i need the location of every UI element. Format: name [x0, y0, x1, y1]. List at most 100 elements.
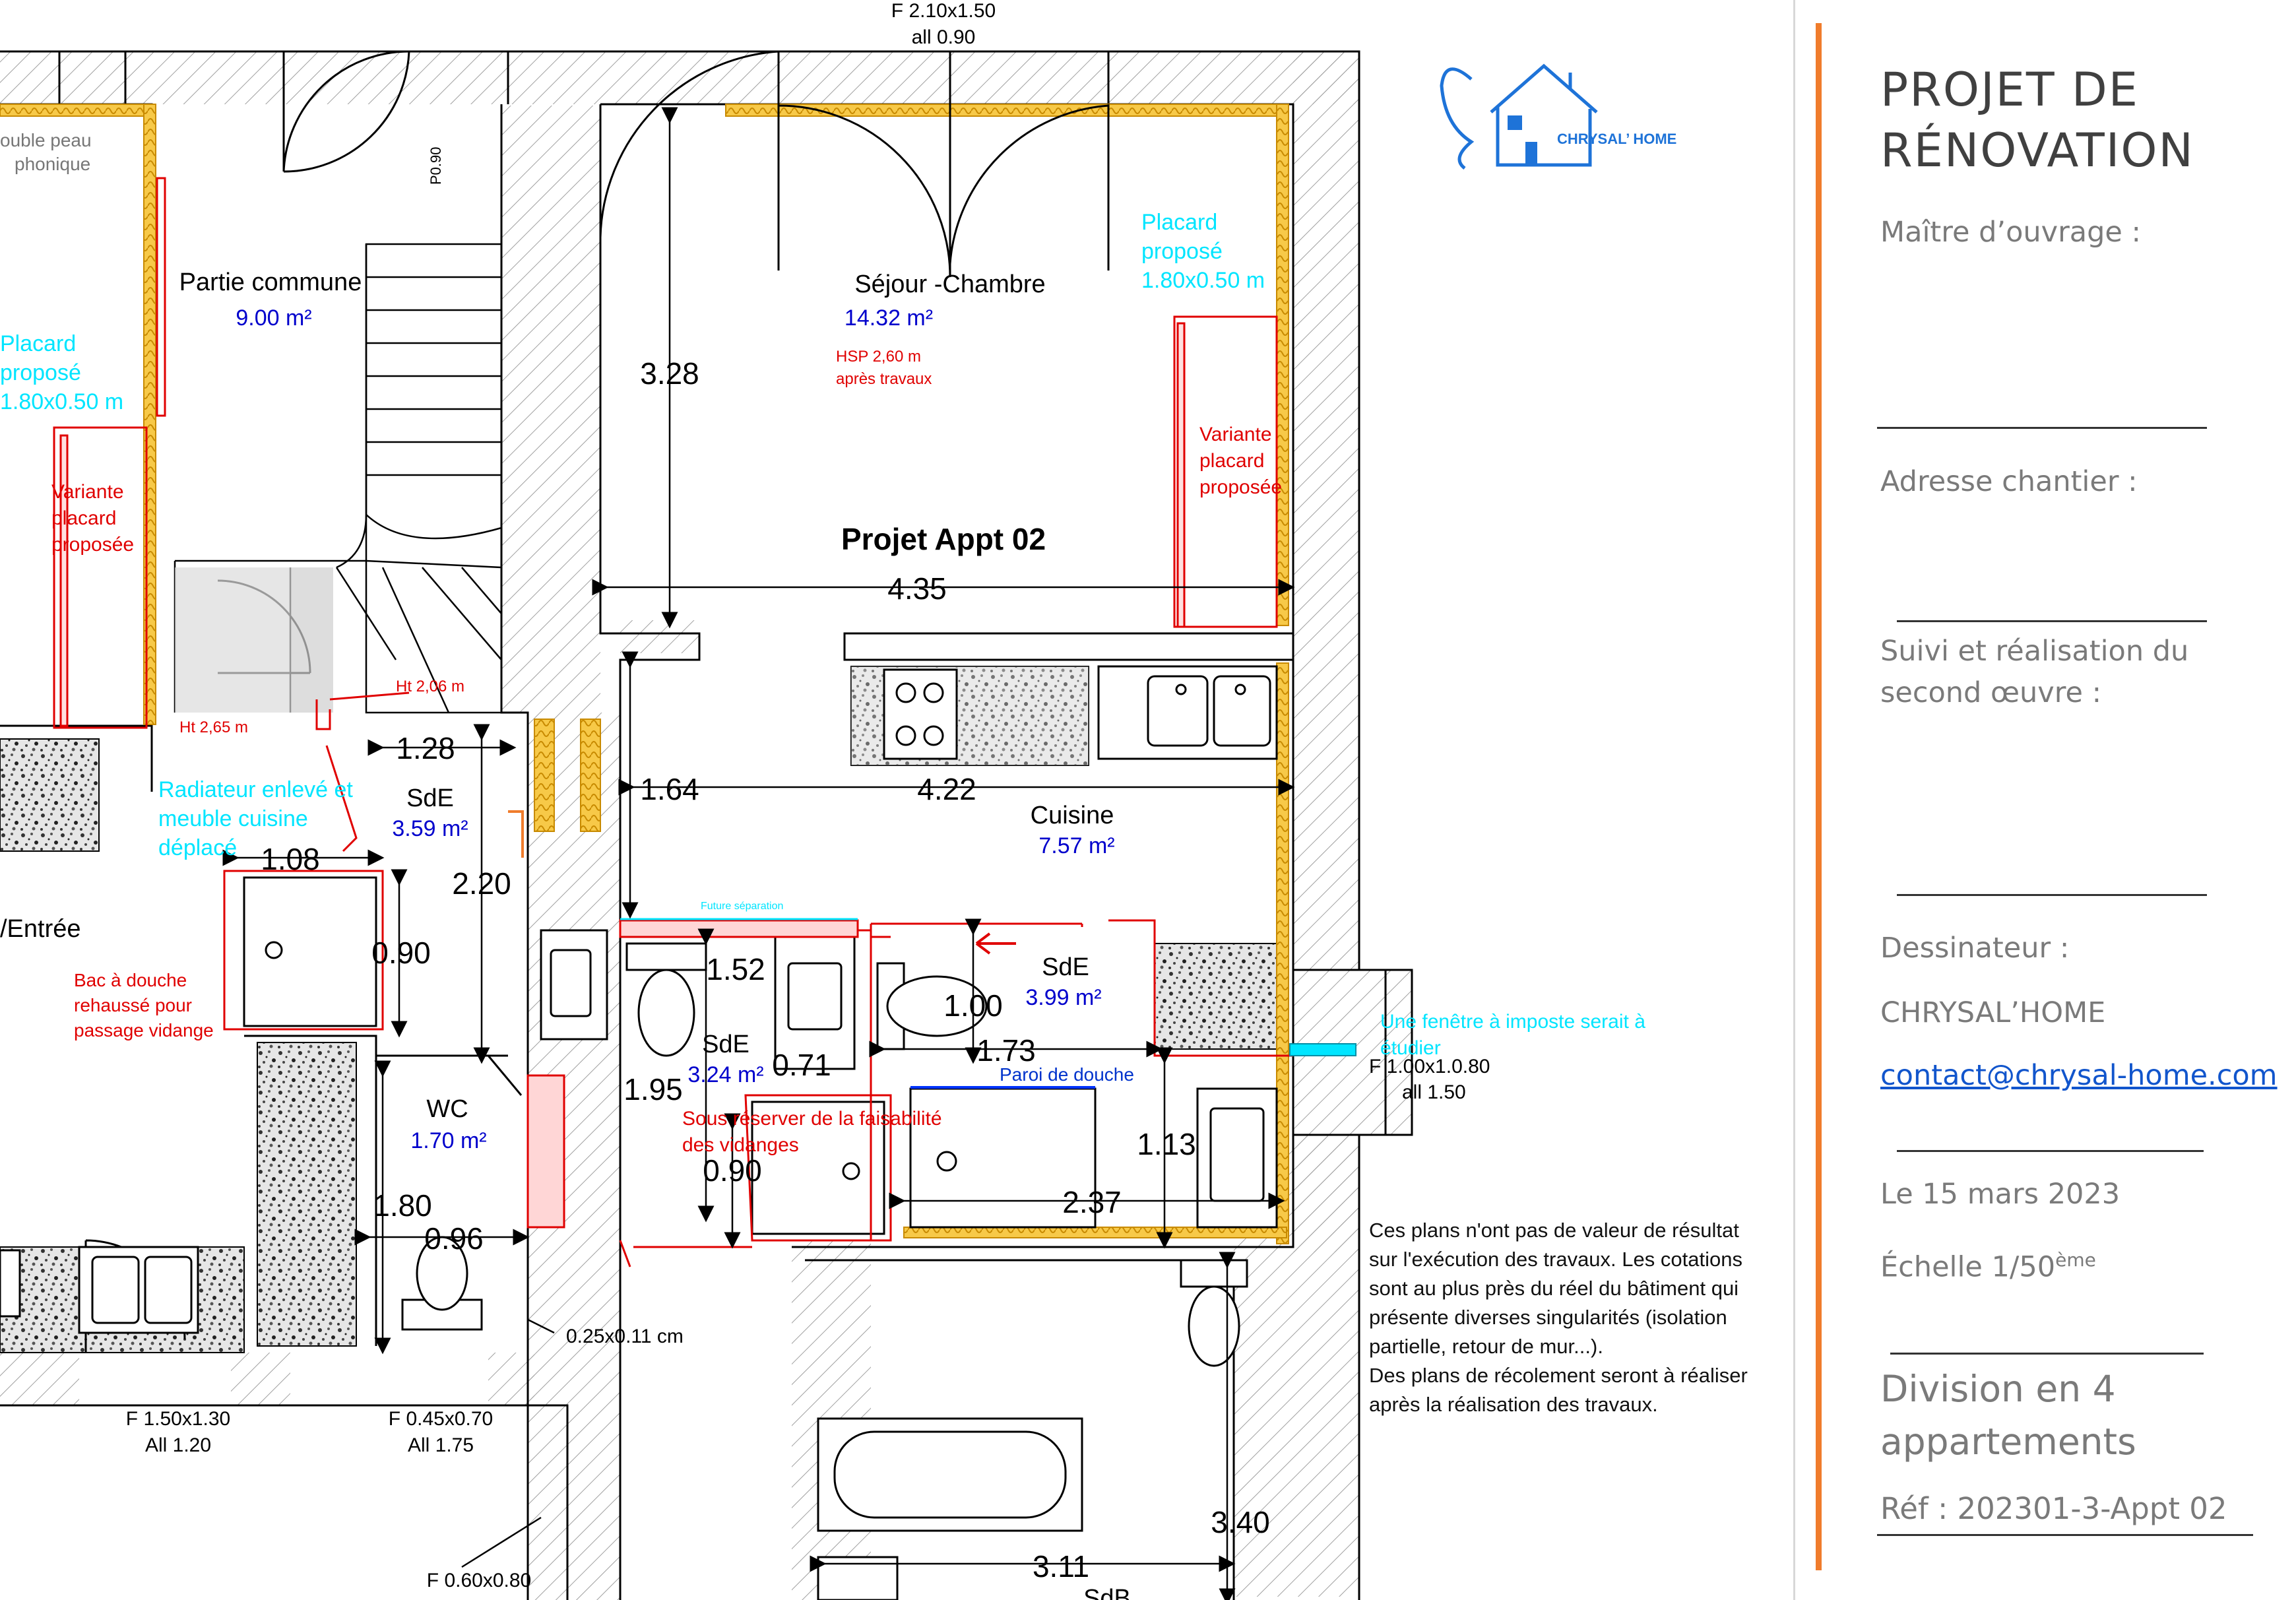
room-name-wc: WC [426, 1095, 468, 1123]
dim-311: 3.11 [1033, 1549, 1089, 1584]
hsp-label-2: après travaux [836, 370, 932, 388]
dim-328: 3.28 [640, 356, 699, 391]
room-area-partie-commune: 9.00 m² [236, 305, 311, 331]
variante-left-1: Variante [51, 481, 124, 503]
reference-label: Réf : 202301-3-Appt 02 [1880, 1491, 2227, 1526]
window-f150-2: All 1.20 [145, 1434, 211, 1456]
top-window-label: F 2.10x1.50 [891, 0, 996, 22]
scale-label: Échelle 1/50ème [1880, 1239, 2096, 1288]
house-butterfly-icon [1440, 63, 1598, 170]
dim-220: 2.20 [452, 866, 511, 901]
field-underline [1877, 427, 2207, 429]
dim-152: 1.52 [706, 952, 765, 986]
maitre-ouvrage-label: Maître d’ouvrage : [1880, 216, 2142, 249]
room-area-sde-1: 3.59 m² [392, 816, 468, 841]
dim-173: 1.73 [976, 1033, 1036, 1068]
placard-left-3: 1.80x0.50 m [0, 389, 123, 414]
door-p090-label: P0.90 [428, 147, 444, 185]
floor-plan: F 2.10x1.50 all 0.90 P0.90 Projet Appt 0… [0, 0, 1748, 1600]
field-underline [1897, 894, 2207, 896]
dim-096: 0.96 [424, 1221, 484, 1256]
sidebar-divider [1793, 0, 1795, 1600]
suivi-label-2: second œuvre : [1880, 676, 2102, 709]
accent-bar [1816, 23, 1822, 1570]
ht-206: Ht 2,06 m [396, 678, 464, 695]
variante-left-3: proposée [51, 534, 134, 556]
fenetre-imposte-1: Une fenêtre à imposte serait à [1380, 1011, 1645, 1033]
dim-422: 4.22 [917, 772, 976, 806]
red-proposals [53, 177, 1293, 1267]
bac-note-3: passage vidange [74, 1020, 214, 1040]
disclaimer-7: après la réalisation des travaux. [1369, 1393, 1658, 1416]
paroi-douche-label: Paroi de douche [1000, 1064, 1134, 1085]
dessinateur-label: Dessinateur : [1880, 932, 2070, 965]
placard-left-2: proposé [0, 360, 81, 385]
radiateur-note-1: Radiateur enlevé et [158, 777, 353, 802]
fenetre-imposte-2: étudier [1380, 1037, 1441, 1059]
dimension-lines [222, 107, 1295, 1600]
window-f100-2: all 1.50 [1402, 1081, 1466, 1103]
dim-071: 0.71 [772, 1048, 831, 1082]
dim-025: 0.25x0.11 cm [566, 1326, 684, 1347]
suivi-label-1: Suivi et réalisation du [1880, 635, 2189, 668]
scale-value: Échelle 1/50 [1880, 1250, 2056, 1284]
room-name-sde-2: SdE [702, 1031, 749, 1058]
dim-108: 1.08 [261, 842, 320, 876]
variante-left-2: placard [51, 507, 116, 529]
ht-265: Ht 2,65 m [179, 719, 248, 736]
dim-340: 3.40 [1211, 1505, 1270, 1539]
room-name-partie-commune: Partie commune [179, 269, 362, 296]
room-area-cuisine: 7.57 m² [1038, 833, 1114, 858]
company-name: CHRYSAL’HOME [1880, 996, 2106, 1029]
kitchen-fixtures [0, 665, 1278, 1334]
project-title-1: PROJET DE [1880, 63, 2139, 117]
room-area-wc: 1.70 m² [410, 1128, 486, 1153]
date-label: Le 15 mars 2023 [1880, 1178, 2121, 1211]
contact-email-link[interactable]: contact@chrysal-home.com [1880, 1059, 2278, 1092]
sous-reserve-1: Sous réserver de la faisabilité [682, 1108, 942, 1130]
dim-100: 1.00 [943, 988, 1003, 1023]
window-f100-1: F 1.00x1.0.80 [1369, 1056, 1490, 1077]
dim-090-b: 0.90 [703, 1153, 762, 1188]
hsp-label: HSP 2,60 m [836, 348, 921, 366]
room-name-cuisine: Cuisine [1031, 802, 1114, 829]
room-name-sdb: SdB [1083, 1585, 1131, 1600]
annotation-lines [508, 810, 1356, 1089]
dim-195: 1.95 [623, 1072, 683, 1106]
field-underline [1890, 1353, 2204, 1355]
bac-note-2: rehaussé pour [74, 995, 192, 1015]
field-underline [1897, 620, 2207, 622]
room-name-sde-3: SdE [1042, 953, 1089, 981]
variante-right-3: proposée [1199, 476, 1282, 498]
radiateur-note-3: déplacé [158, 835, 237, 860]
dim-128: 1.28 [396, 731, 455, 765]
room-area-sde-3: 3.99 m² [1025, 985, 1101, 1010]
disclaimer-1: Ces plans n'ont pas de valeur de résulta… [1369, 1219, 1739, 1242]
isolation-note-2: phonique [15, 154, 90, 174]
disclaimer-6: Des plans de récolement seront à réalise… [1369, 1364, 1748, 1387]
dim-090-a: 0.90 [371, 936, 431, 970]
title-block: PROJET DE RÉNOVATION Maître d’ouvrage : … [1793, 0, 2296, 1600]
room-area-sde-2: 3.24 m² [687, 1062, 763, 1087]
room-name-entree: /Entrée [0, 915, 81, 943]
placard-right-3: 1.80x0.50 m [1141, 268, 1265, 293]
top-window-sill: all 0.90 [912, 26, 976, 48]
placard-right-1: Placard [1141, 210, 1217, 235]
dim-180: 1.80 [373, 1188, 432, 1223]
future-separation: Future séparation [701, 901, 783, 912]
window-f045-2: All 1.75 [408, 1434, 474, 1456]
variante-right-2: placard [1199, 450, 1264, 472]
disclaimer-4: présente diverses singularités (isolatio… [1369, 1306, 1727, 1329]
plan-title: Projet Appt 02 [841, 522, 1046, 556]
sous-reserve-2: des vidanges [682, 1134, 799, 1156]
disclaimer-3: sont au plus près du réel du bâtiment qu… [1369, 1277, 1738, 1300]
placard-left-1: Placard [0, 331, 76, 356]
room-name-sejour: Séjour -Chambre [854, 271, 1045, 298]
scale-superscript: ème [2055, 1249, 2096, 1271]
division-label-1: Division en 4 [1880, 1368, 2116, 1410]
grey-floor [175, 567, 333, 713]
ref-underline [1877, 1534, 2253, 1536]
room-area-sejour: 14.32 m² [845, 305, 933, 331]
adresse-chantier-label: Adresse chantier : [1880, 465, 2138, 498]
project-title-2: RÉNOVATION [1880, 123, 2194, 177]
